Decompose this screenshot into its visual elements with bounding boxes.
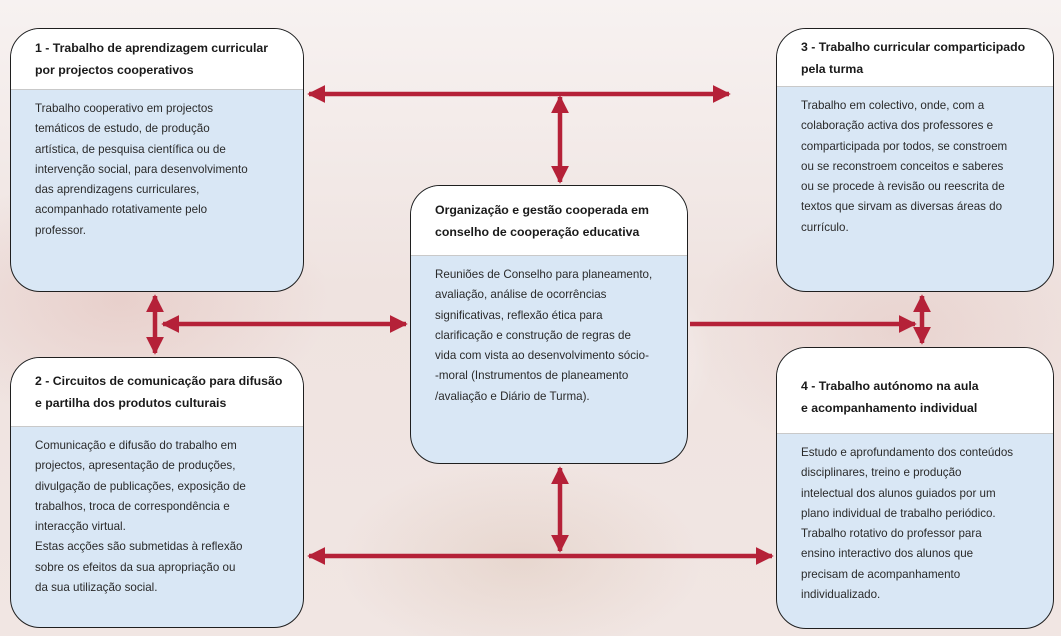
box-title: 3 - Trabalho curricular comparticipado p… (801, 39, 1026, 76)
box-header: 1 - Trabalho de aprendizagem curricular … (11, 29, 303, 90)
box-body: Trabalho cooperativo em projectos temáti… (35, 102, 248, 237)
box-body: Reuniões de Conselho para planeamento, a… (435, 268, 653, 403)
box-curricular-projects: 1 - Trabalho de aprendizagem curricular … (10, 28, 304, 292)
box-communication-circuits: 2 - Circuitos de comunicação para difusã… (10, 357, 304, 628)
box-autonomous-work: 4 - Trabalho autónomo na aula e acompanh… (776, 347, 1054, 629)
box-header: 3 - Trabalho curricular comparticipado p… (777, 29, 1053, 87)
box-title: 4 - Trabalho autónomo na aula e acompanh… (801, 378, 979, 415)
box-title: Organização e gestão cooperada em consel… (435, 202, 649, 239)
box-header: 4 - Trabalho autónomo na aula e acompanh… (777, 348, 1053, 434)
box-shared-curricular-work: 3 - Trabalho curricular comparticipado p… (776, 28, 1054, 292)
box-title: 1 - Trabalho de aprendizagem curricular … (35, 41, 269, 77)
box-title: 2 - Circuitos de comunicação para difusã… (35, 374, 283, 410)
box-header: Organização e gestão cooperada em consel… (411, 186, 687, 256)
box-body: Estudo e aprofundamento dos conteúdos di… (801, 446, 1014, 602)
box-header: 2 - Circuitos de comunicação para difusã… (11, 358, 303, 427)
box-cooperative-council: Organização e gestão cooperada em consel… (410, 185, 688, 464)
box-body: Comunicação e difusão do trabalho em pro… (35, 439, 246, 595)
box-body: Trabalho em colectivo, onde, com a colab… (801, 99, 1008, 234)
